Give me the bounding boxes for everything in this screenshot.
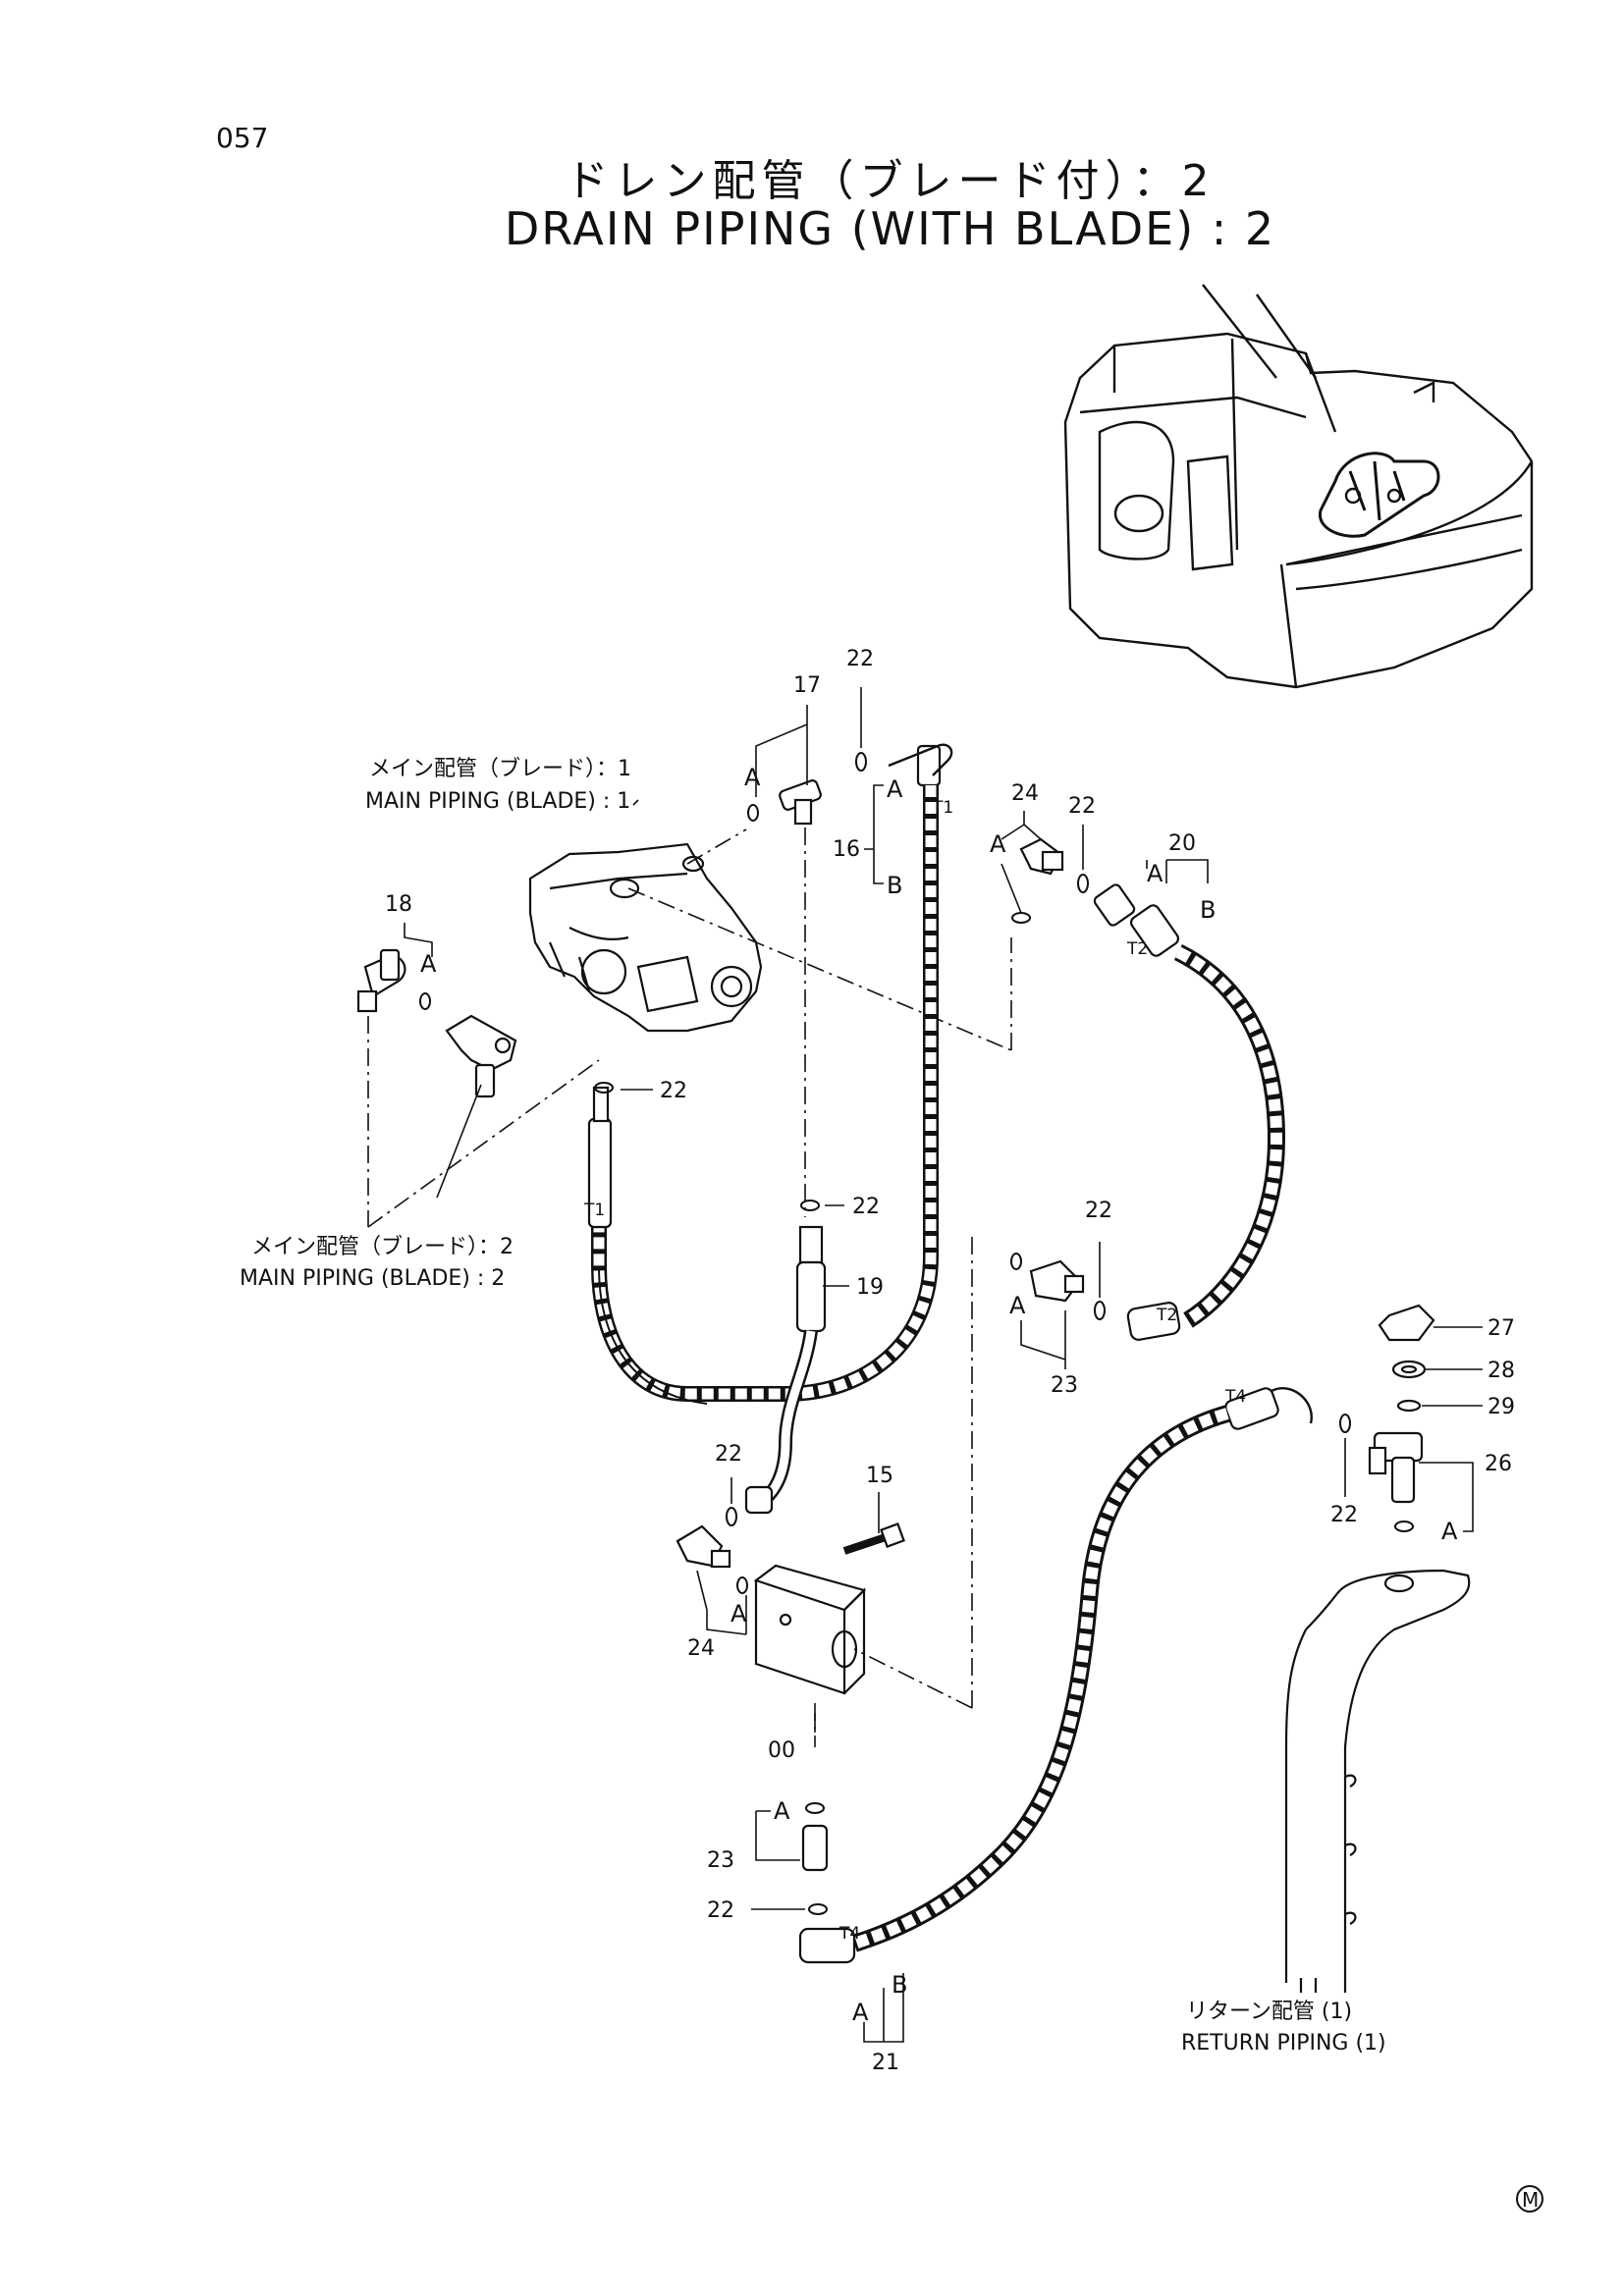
part-24-label: 24 <box>687 1636 715 1661</box>
elbow-24-bottom <box>676 1524 731 1569</box>
circled-m-mark: M <box>1516 2185 1543 2213</box>
part-18-label: 18 <box>385 892 412 917</box>
elbow-18 <box>356 948 406 1013</box>
part-27-label: 27 <box>1488 1316 1515 1341</box>
part-22-label: 22 <box>715 1442 742 1467</box>
title-japanese: ドレン配管（ブレード付）：2 <box>565 156 1216 206</box>
part-23-label: 23 <box>1051 1373 1078 1398</box>
tee-fitting-17 <box>779 779 822 826</box>
port-b-label: B <box>1200 896 1216 924</box>
port-t4-label: T4 <box>839 1924 860 1944</box>
port-a-label: A <box>744 764 761 791</box>
part-22-label: 22 <box>1068 794 1096 819</box>
main-piping-1-caption-en: MAIN PIPING (BLADE) : 1 <box>365 789 630 814</box>
captions: メイン配管（ブレード）：1 MAIN PIPING (BLADE) : 1 メイ… <box>240 757 1386 2056</box>
part-00-label: 00 <box>768 1738 795 1763</box>
flange-block <box>445 1014 517 1098</box>
union-23-bottom <box>801 1824 829 1872</box>
union-23-mid <box>1029 1259 1085 1303</box>
part-28-label: 28 <box>1488 1359 1515 1383</box>
port-a-label: A <box>1009 1292 1026 1319</box>
port-t2-label: T2 <box>1126 939 1148 959</box>
port-t4-label: T4 <box>1224 1387 1246 1407</box>
page-number: 057 <box>216 122 269 154</box>
manifold-block <box>753 1564 867 1695</box>
port-t1-label: T1 <box>583 1201 605 1220</box>
seal-29 <box>1396 1399 1422 1413</box>
hose-19 <box>744 1225 827 1515</box>
main-piping-1-caption-jp: メイン配管（ブレード）：1 <box>369 757 631 781</box>
port-t2-label: T2 <box>1156 1306 1177 1325</box>
mark-letter: M <box>1522 2188 1539 2212</box>
nut-27 <box>1378 1304 1435 1342</box>
main-piping-2-caption-en: MAIN PIPING (BLADE) : 2 <box>240 1266 505 1291</box>
port-t1-label: T1 <box>932 798 953 818</box>
port-a-label: A <box>852 1999 869 2026</box>
part-16-label: 16 <box>833 837 860 862</box>
part-20-label: 20 <box>1168 831 1196 856</box>
port-b-label: B <box>887 872 902 899</box>
part-22-label: 22 <box>852 1195 880 1219</box>
hose-21 <box>798 1387 1313 1964</box>
part-22-label: 22 <box>1330 1503 1358 1527</box>
return-piping-illustration <box>1284 1569 1471 1993</box>
bolt-15 <box>842 1522 905 1555</box>
port-a-label: A <box>1147 860 1163 887</box>
port-a-label: A <box>774 1797 790 1825</box>
port-a-label: A <box>887 775 903 803</box>
tee-fitting-26 <box>1368 1431 1424 1504</box>
excavator-overview-illustration <box>1063 284 1534 689</box>
part-labels: 17 22 16 24 22 20 18 22 22 19 22 23 27 2… <box>385 647 1515 2075</box>
hose-left-loop <box>598 1265 708 1405</box>
hose-20 <box>1093 883 1286 1341</box>
return-piping-caption-jp: リターン配管 (1) <box>1186 2000 1352 2024</box>
part-22-label: 22 <box>707 1898 734 1923</box>
leader-lines <box>367 795 1012 1747</box>
callout-leaders <box>404 687 1483 2043</box>
washer-28 <box>1391 1360 1427 1379</box>
return-piping-caption-en: RETURN PIPING (1) <box>1181 2031 1386 2056</box>
part-22-label: 22 <box>1085 1199 1112 1223</box>
part-22-label: 22 <box>660 1079 687 1103</box>
port-letters: A A T1 B A A B T2 A T1 A T2 T4 A A A T4 … <box>420 764 1458 2026</box>
hose-16 <box>587 743 953 1402</box>
part-24-label: 24 <box>1011 781 1039 806</box>
port-a-label: A <box>730 1600 747 1628</box>
port-a-label: A <box>420 950 437 978</box>
part-23-label: 23 <box>707 1848 734 1873</box>
control-valve-illustration <box>528 842 763 1033</box>
part-22-label: 22 <box>846 647 874 671</box>
part-21-label: 21 <box>872 2051 899 2075</box>
elbow-24-top <box>1019 837 1064 876</box>
part-17-label: 17 <box>793 673 821 698</box>
port-a-label: A <box>990 830 1006 858</box>
part-29-label: 29 <box>1488 1395 1515 1419</box>
port-a-label: A <box>1441 1518 1458 1545</box>
main-piping-2-caption-jp: メイン配管（ブレード）：2 <box>251 1235 514 1259</box>
port-b-label: B <box>892 1971 907 1999</box>
part-15-label: 15 <box>866 1464 893 1488</box>
part-26-label: 26 <box>1485 1452 1512 1476</box>
title-english: DRAIN PIPING (WITH BLADE) : 2 <box>504 202 1276 255</box>
part-19-label: 19 <box>856 1275 884 1300</box>
